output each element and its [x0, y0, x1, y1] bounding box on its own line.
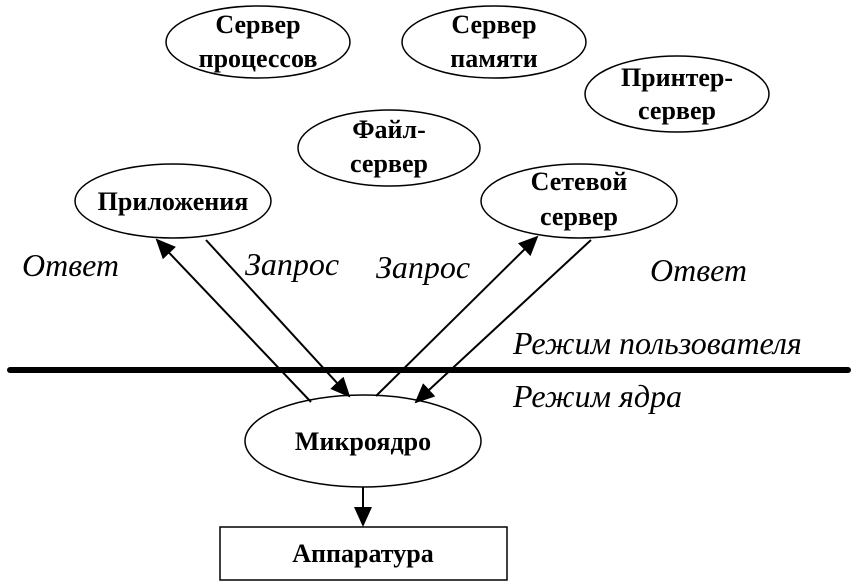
answer-arrow-left	[155, 238, 312, 403]
microkernel-node: Микроядро	[244, 394, 482, 488]
process-server-line2: процессов	[199, 44, 318, 73]
memory-server-node: Сервер памяти	[401, 5, 587, 79]
microkernel-label: Микроядро	[295, 427, 431, 456]
printer-server-node: Принтер- сервер	[584, 55, 770, 133]
request-arrow-right	[375, 235, 539, 397]
memory-server-line2: памяти	[450, 44, 538, 73]
process-server-line1: Сервер	[215, 10, 300, 39]
kernel-mode-label: Режим ядра	[512, 378, 682, 414]
network-server-line2: сервер	[540, 202, 618, 231]
process-server-node: Сервер процессов	[165, 5, 351, 79]
file-server-node: Файл- сервер	[297, 109, 481, 187]
printer-server-line2: сервер	[638, 96, 716, 125]
file-server-line1: Файл-	[352, 115, 426, 144]
request-arrow-left	[205, 239, 351, 398]
request-label-left: Запрос	[245, 246, 339, 282]
user-mode-label: Режим пользователя	[512, 325, 802, 361]
applications-label: Приложения	[98, 187, 249, 216]
request-label-right: Запрос	[376, 249, 470, 285]
applications-node: Приложения	[74, 163, 272, 239]
network-server-node: Сетевой сервер	[480, 163, 678, 239]
network-server-line1: Сетевой	[531, 167, 628, 196]
printer-server-line1: Принтер-	[621, 63, 733, 92]
hardware-node: Аппаратура	[219, 526, 508, 581]
answer-label-left: Ответ	[22, 247, 119, 283]
hardware-label: Аппаратура	[292, 539, 433, 568]
memory-server-line1: Сервер	[451, 10, 536, 39]
answer-arrow-right	[414, 239, 592, 404]
file-server-line2: сервер	[350, 149, 428, 178]
answer-label-right: Ответ	[650, 252, 747, 288]
